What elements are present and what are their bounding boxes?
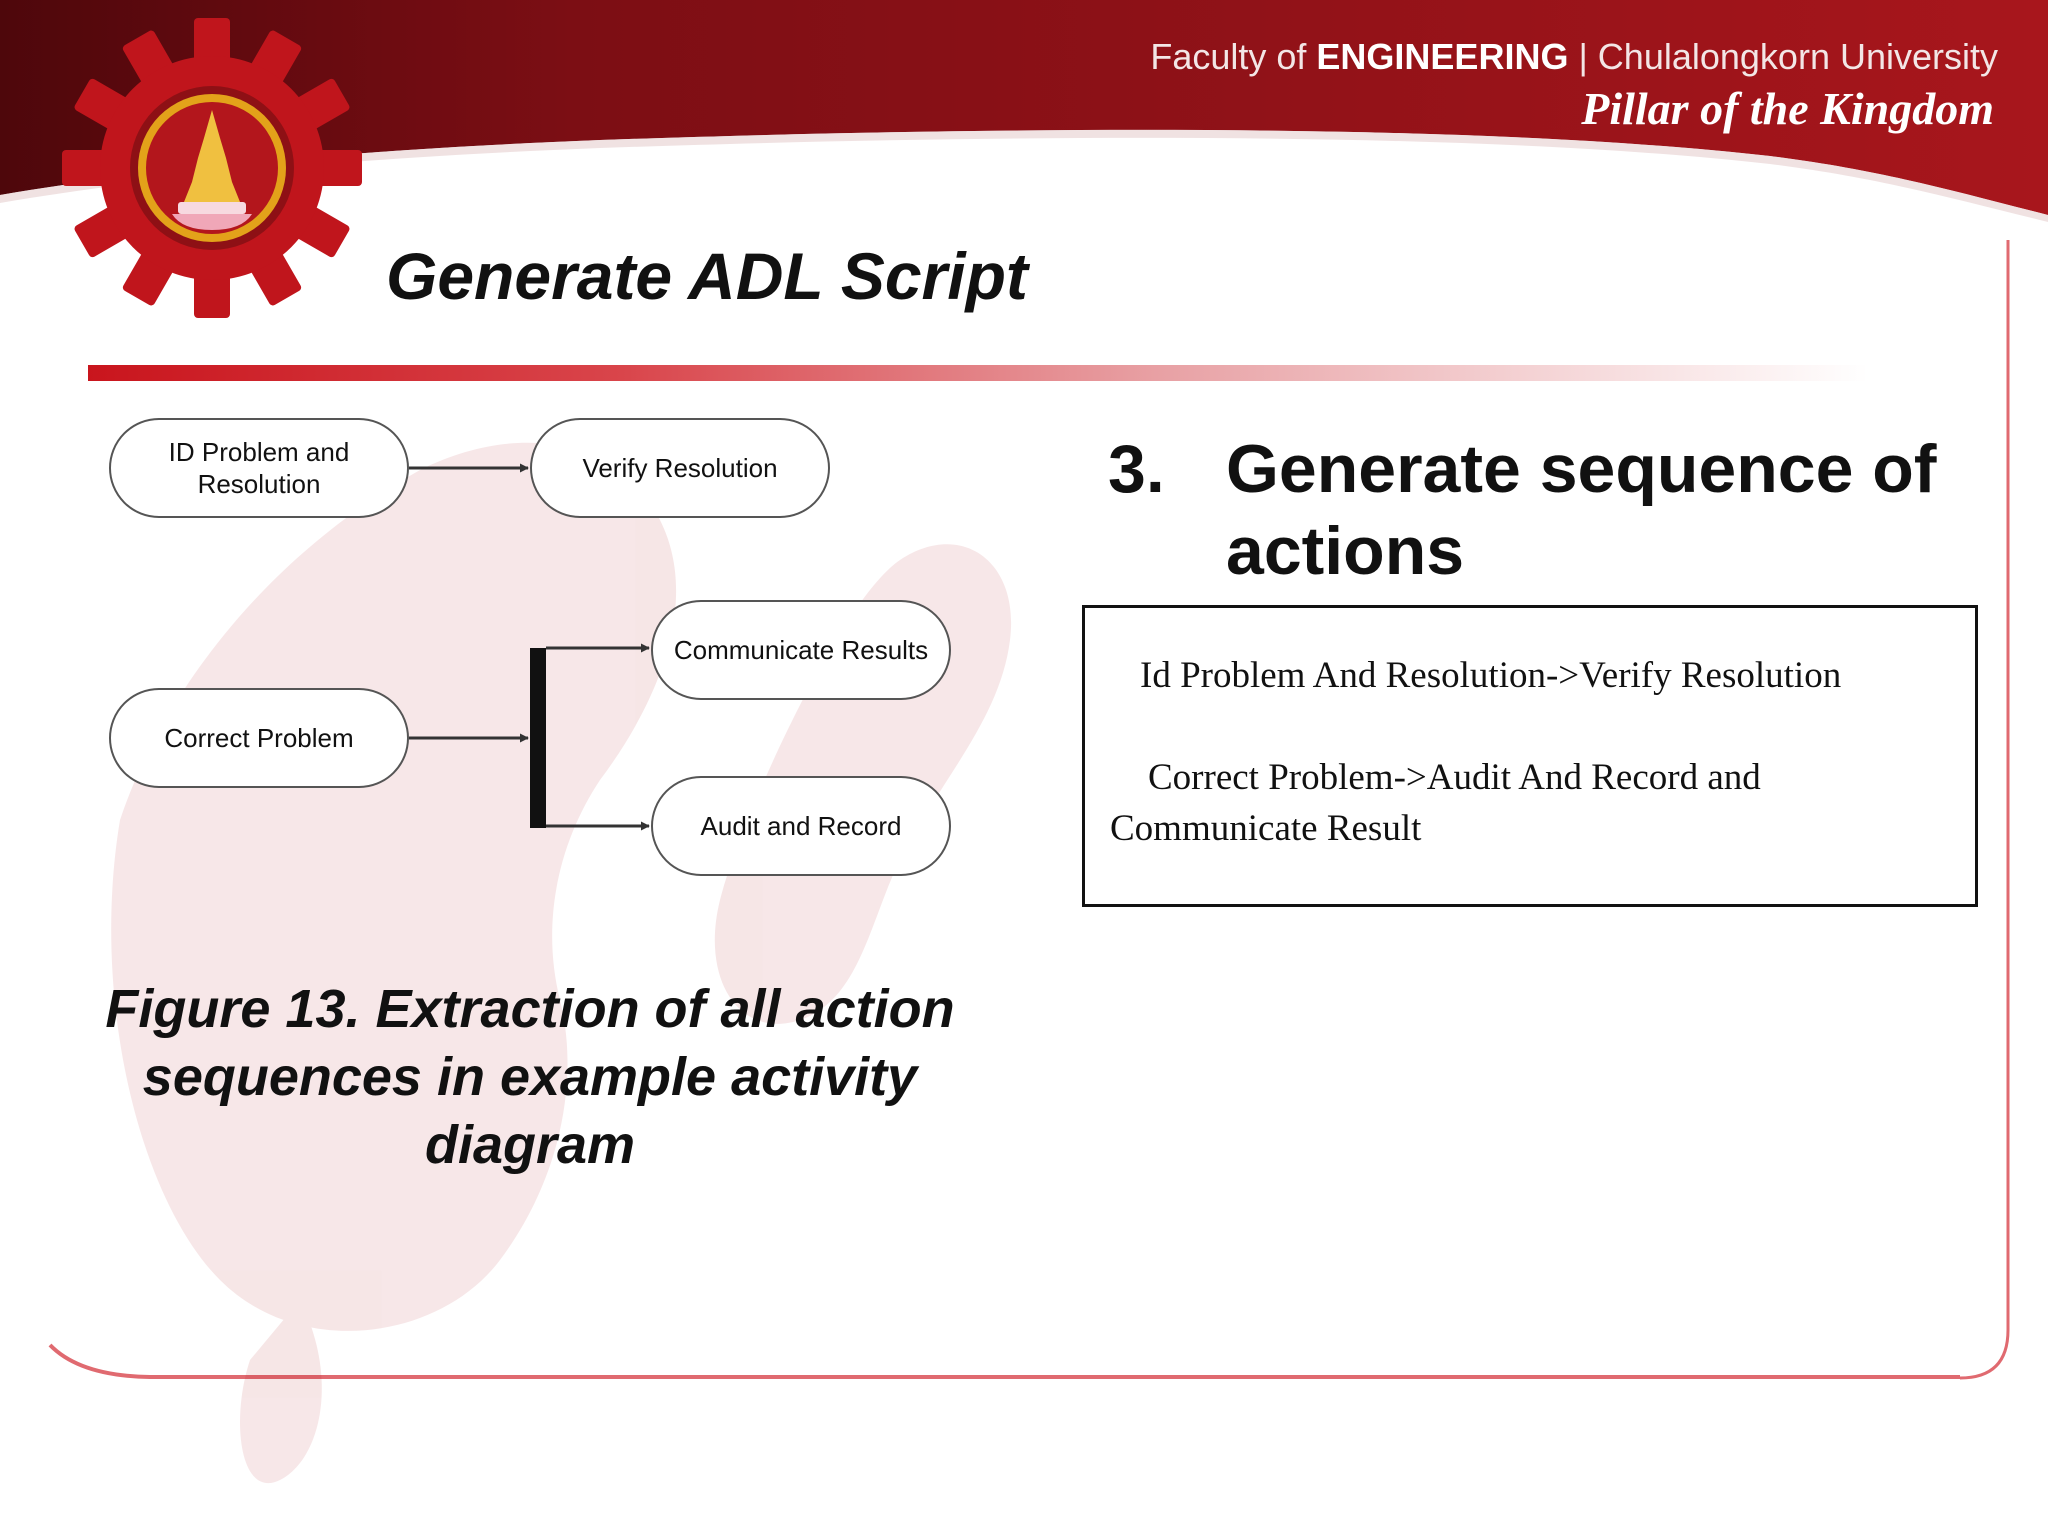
sequence-line-1: Id Problem And Resolution->Verify Resolu… — [1140, 655, 1842, 696]
node-correct-problem: Correct Problem — [109, 688, 409, 788]
node-id-problem-and-resolution: ID Problem and Resolution — [109, 418, 409, 518]
step-text: Generate sequence of actions — [1226, 431, 1937, 589]
node-audit-and-record: Audit and Record — [651, 776, 951, 876]
step-number: 3. — [1108, 431, 1165, 507]
bottom-frame-line — [48, 1343, 1960, 1379]
header-faculty-prefix: Faculty of — [1150, 36, 1317, 77]
node-communicate-results: Communicate Results — [651, 600, 951, 700]
watermark — [111, 442, 1012, 1484]
right-frame-line — [1959, 240, 2010, 1380]
slide-title: Generate ADL Script — [386, 239, 1028, 313]
node-verify-resolution: Verify Resolution — [530, 418, 830, 518]
header-band — [0, 0, 2048, 215]
header-motto: Pillar of the Kingdom — [1581, 83, 1994, 134]
sequence-line-2: Correct Problem->Audit And Record and — [1148, 757, 1761, 798]
chulalongkorn-gear-emblem-icon — [62, 18, 362, 318]
sequence-box: Id Problem And Resolution->Verify Resolu… — [1082, 605, 1978, 907]
header-faculty-line: Faculty of ENGINEERING | Chulalongkorn U… — [1150, 36, 1998, 78]
header-faculty-name: ENGINEERING — [1316, 36, 1569, 77]
title-divider — [88, 365, 1868, 381]
figure-caption: Figure 13. Extraction of all action sequ… — [105, 979, 955, 1175]
header-university: | Chulalongkorn University — [1568, 36, 1998, 77]
sequence-line-3: Communicate Result — [1110, 808, 1422, 849]
